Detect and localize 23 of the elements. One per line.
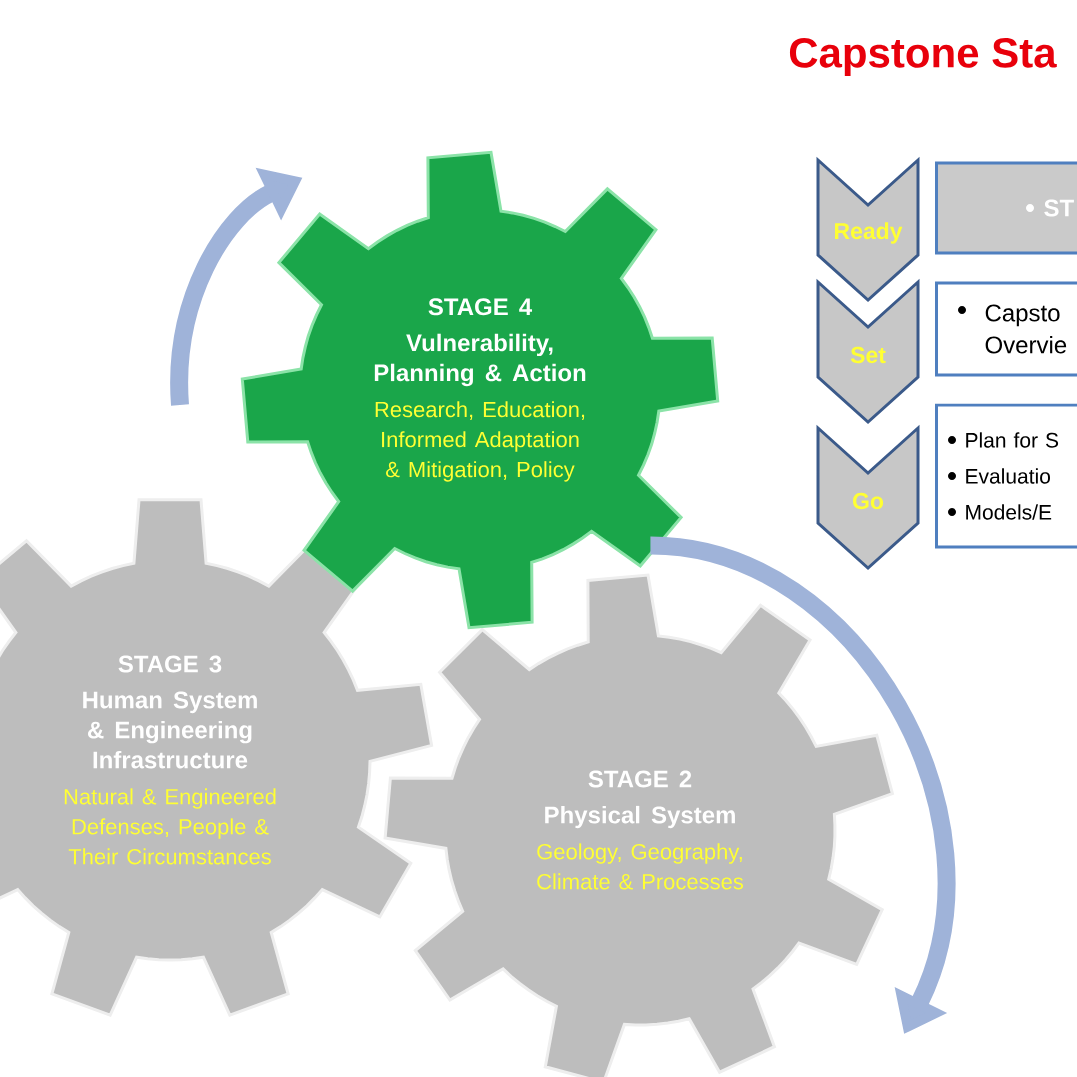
text-box	[935, 403, 1077, 549]
bullet-text: Evaluatio	[966, 468, 1050, 484]
stage-number: STAGE 2	[588, 770, 692, 788]
bullet-text: Capsto Overvie	[985, 304, 1067, 354]
stage-title: Human System & Engineering Infrastructure	[83, 691, 257, 769]
stage-description: Research, Education, Informed Adaptation & Mitigation, Policy	[375, 401, 585, 482]
step-badge: Ready	[816, 156, 920, 303]
gear	[240, 150, 720, 630]
stage-description: Natural & Engineered Defenses, People & Their Circumstances	[64, 788, 276, 865]
stage-number: STAGE 4	[428, 298, 532, 316]
stage-title: Vulnerability, Planning & Action	[374, 333, 586, 387]
gear	[383, 573, 895, 1077]
bullet-text: Models/E	[966, 504, 1052, 520]
bullet-text: Plan for S	[966, 432, 1059, 448]
title: Capstone Sta	[789, 38, 1057, 77]
gear	[0, 498, 434, 1017]
step-badge: Set	[816, 278, 920, 425]
text-box	[935, 281, 1077, 377]
step-badge: Go	[816, 424, 920, 571]
stage-number: STAGE 3	[118, 655, 222, 673]
stage-description: Geology, Geography, Climate & Processes	[537, 843, 744, 890]
stage-title: Physical System	[545, 805, 735, 829]
text-box	[935, 161, 1077, 255]
